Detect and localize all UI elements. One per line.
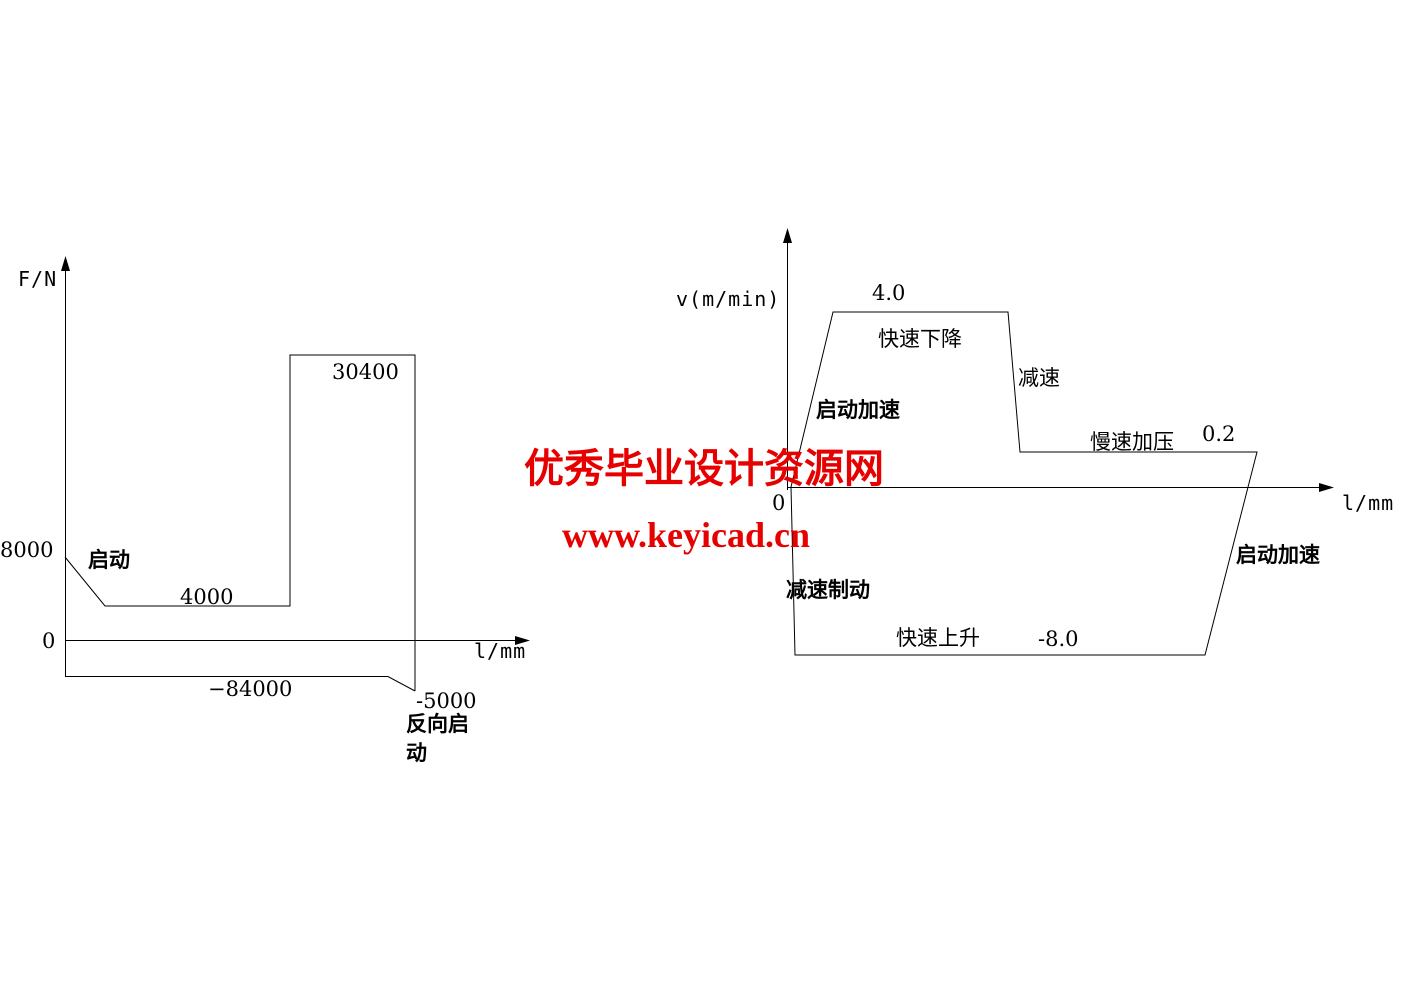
force-y-axis-arrow [61, 256, 70, 271]
velocity-start-accelerate-down-label: 启动加速 [816, 399, 900, 422]
watermark-url: www.keyicad.cn [562, 515, 811, 555]
velocity-origin-label: 0 [772, 491, 786, 515]
force-travel-value: 4000 [180, 585, 234, 609]
velocity-slow-press-label: 慢速加压 [1090, 431, 1174, 454]
velocity-y-axis-label: v(m/min) [676, 287, 781, 311]
force-x-axis-label: l/mm [474, 639, 527, 663]
velocity-rapid-up-value: -8.0 [1038, 627, 1079, 651]
force-origin-label: 0 [42, 629, 56, 653]
velocity-slow-press-value: 0.2 [1202, 422, 1236, 446]
force-y-axis-label: F/N [18, 267, 58, 291]
force-below-axis-value: −84000 [208, 677, 293, 701]
force-return-line [65, 676, 416, 692]
force-x-axis-arrow [515, 636, 530, 645]
force-reverse-start-label: 反向启动 [406, 713, 469, 766]
velocity-rapid-down-value: 4.0 [872, 281, 906, 305]
velocity-decelerate-brake-label: 减速制动 [786, 579, 870, 602]
force-start-label: 启动 [88, 549, 130, 572]
velocity-profile-line [790, 311, 1258, 656]
force-press-value: 30400 [332, 360, 399, 384]
velocity-decelerate-label: 减速 [1018, 367, 1060, 390]
force-start-value: 8000 [0, 538, 54, 562]
velocity-y-axis-arrow [783, 228, 792, 243]
force-reverse-value: -5000 [416, 689, 477, 713]
velocity-start-accelerate-up-label: 启动加速 [1236, 544, 1320, 567]
watermark-title: 优秀毕业设计资源网 [524, 446, 884, 491]
force-profile-line [64, 354, 416, 691]
velocity-x-axis-label: l/mm [1342, 491, 1395, 515]
velocity-rapid-up-label: 快速上升 [896, 627, 980, 650]
velocity-chart-lines [783, 228, 1334, 656]
velocity-rapid-down-label: 快速下降 [878, 328, 962, 351]
velocity-x-axis-arrow [1319, 483, 1334, 492]
force-chart-lines [61, 256, 530, 692]
